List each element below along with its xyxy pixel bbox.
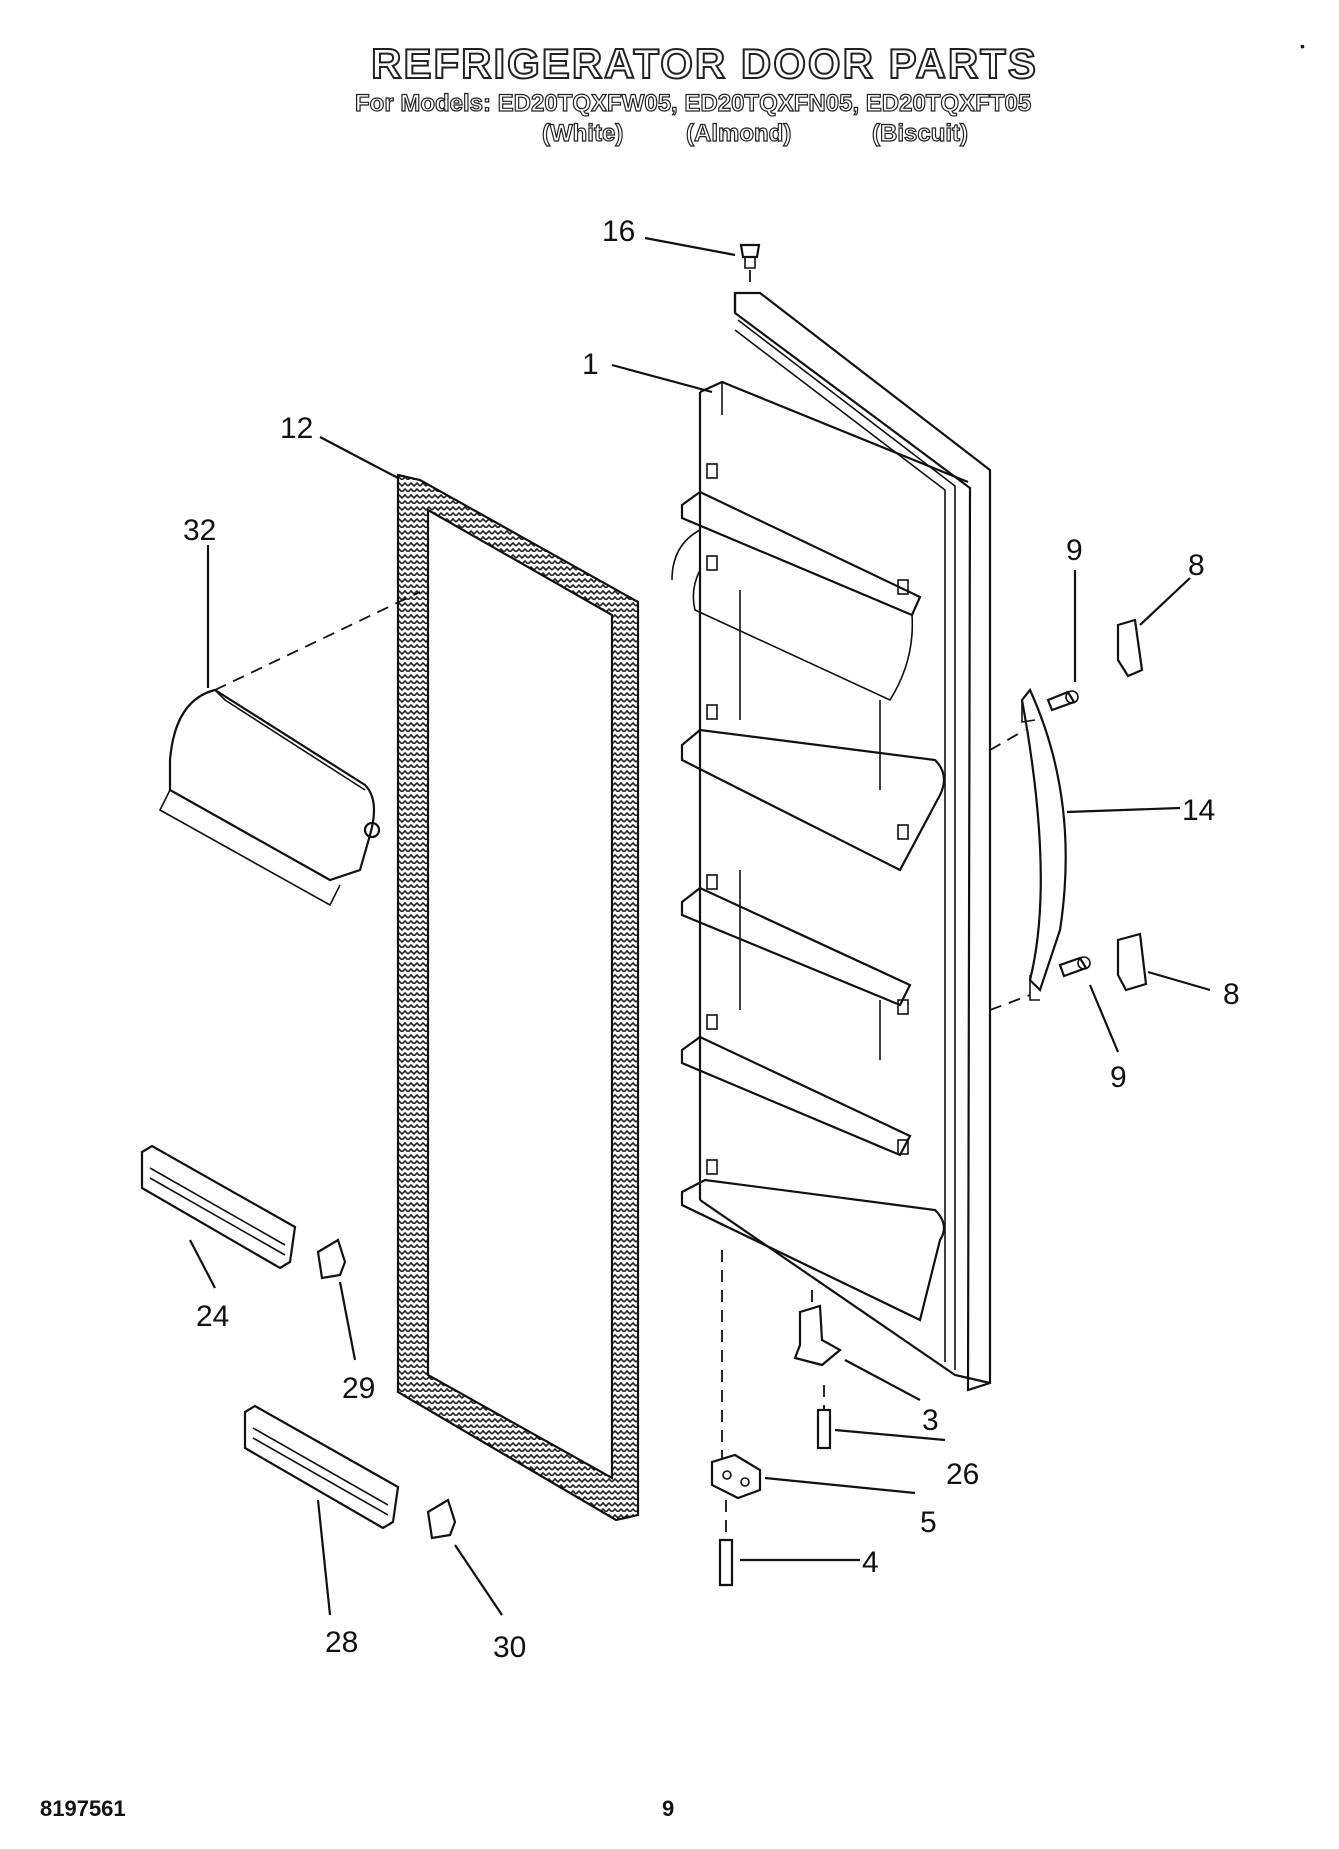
callout-1: 1	[582, 348, 599, 381]
callout-30: 30	[493, 1631, 526, 1664]
callout-9-top: 9	[1066, 534, 1083, 567]
corner-dot: •	[1300, 38, 1305, 54]
callout-28: 28	[325, 1626, 358, 1659]
callout-9-bottom: 9	[1110, 1061, 1127, 1094]
callout-29: 29	[342, 1372, 375, 1405]
door-gasket-part	[396, 473, 640, 1522]
trim-strip-lower	[243, 1404, 400, 1530]
door-handle-part	[989, 687, 1067, 1011]
page-number: 9	[662, 1796, 675, 1821]
models-line: For Models: ED20TQXFW05, ED20TQXFN05, ED…	[354, 89, 1032, 117]
hinge-pin-part	[793, 1290, 842, 1367]
callout-8-bottom: 8	[1223, 978, 1240, 1011]
variant-white: (White)	[541, 119, 624, 147]
page-title: REFRIGERATOR DOOR PARTS	[370, 39, 1038, 88]
leader-lines	[189, 236, 1211, 1616]
callout-14: 14	[1182, 794, 1215, 827]
callout-12: 12	[280, 412, 313, 445]
end-cap-lower	[426, 1498, 457, 1540]
variant-almond: (Almond)	[685, 119, 792, 147]
callout-4: 4	[862, 1546, 879, 1579]
callout-8-top: 8	[1188, 549, 1205, 582]
bracket-screw-part	[718, 1500, 734, 1587]
variant-biscuit: (Biscuit)	[871, 119, 968, 147]
trim-strip-upper	[140, 1144, 297, 1270]
handle-screw-top	[1046, 690, 1079, 712]
handle-screw-bottom	[1058, 956, 1091, 978]
hinge-screw-part	[816, 1385, 832, 1450]
hinge-bracket-part	[710, 1250, 762, 1500]
plug-button-part	[739, 243, 761, 290]
shelf-cover-part	[158, 591, 421, 907]
callout-32: 32	[183, 514, 216, 547]
handle-trim-top	[1116, 618, 1144, 678]
callout-5: 5	[920, 1506, 937, 1539]
callout-16: 16	[602, 215, 635, 248]
callout-3: 3	[922, 1404, 939, 1437]
door-liner-part	[671, 291, 992, 1392]
document-id: 8197561	[40, 1796, 126, 1821]
handle-trim-bottom	[1116, 932, 1148, 992]
callout-24: 24	[196, 1300, 229, 1333]
callout-26: 26	[946, 1458, 979, 1491]
end-cap-upper	[316, 1238, 347, 1280]
